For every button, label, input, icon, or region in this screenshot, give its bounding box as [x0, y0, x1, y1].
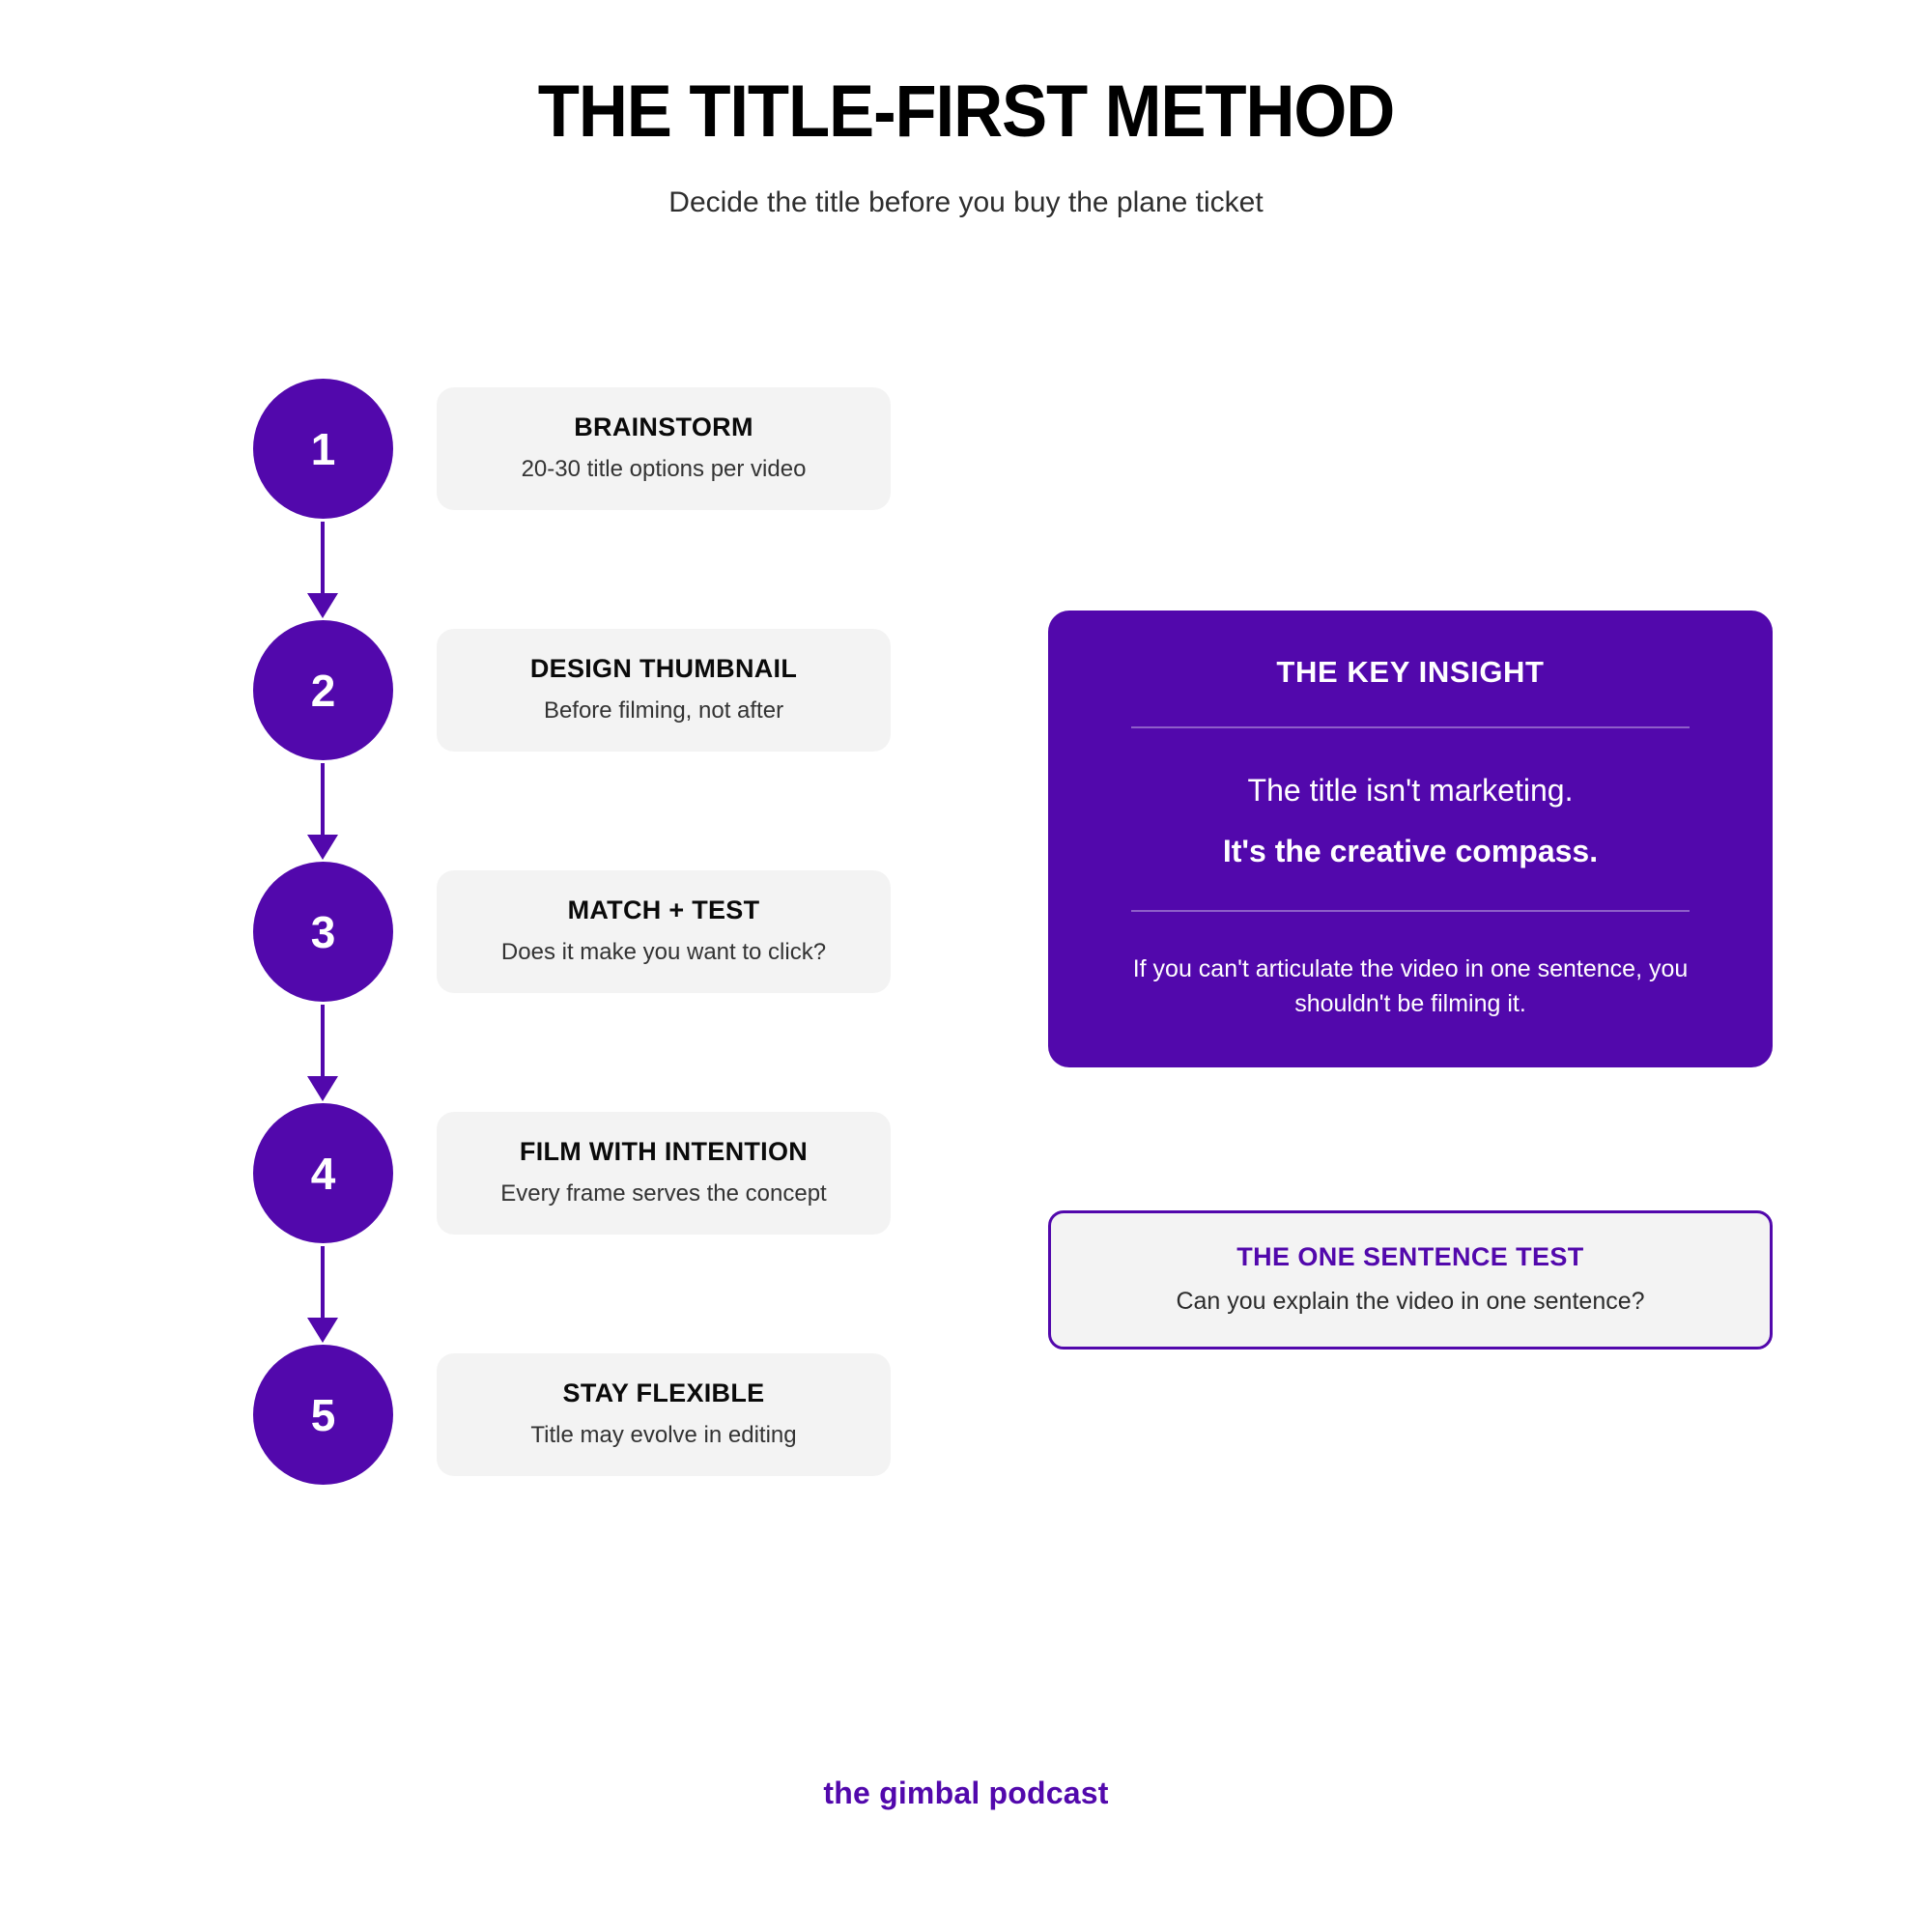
step-card-desc: Before filming, not after: [543, 697, 784, 724]
step-card[interactable]: STAY FLEXIBLE Title may evolve in editin…: [437, 1353, 891, 1476]
step-row: 5 STAY FLEXIBLE Title may evolve in edit…: [253, 1345, 891, 1499]
one-sentence-test-desc: Can you explain the video in one sentenc…: [1176, 1288, 1645, 1315]
step-card[interactable]: DESIGN THUMBNAIL Before filming, not aft…: [437, 629, 891, 752]
step-card-desc: Every frame serves the concept: [500, 1180, 827, 1207]
divider-top: [1131, 726, 1690, 728]
one-sentence-test-card: THE ONE SENTENCE TEST Can you explain th…: [1048, 1210, 1773, 1350]
step-row: 4 FILM WITH INTENTION Every frame serves…: [253, 1103, 891, 1345]
key-insight-line-1: The title isn't marketing.: [1247, 773, 1574, 808]
step-card-title: MATCH + TEST: [567, 895, 760, 924]
key-insight-title: THE KEY INSIGHT: [1276, 655, 1545, 689]
step-card-title: BRAINSTORM: [574, 412, 753, 441]
divider-bottom: [1131, 910, 1690, 912]
step-connector-arrow-icon: [307, 1005, 338, 1103]
step-card-title: DESIGN THUMBNAIL: [529, 654, 798, 683]
step-card[interactable]: FILM WITH INTENTION Every frame serves t…: [437, 1112, 891, 1235]
step-connector-arrow-icon: [307, 763, 338, 862]
key-insight-line-2: It's the creative compass.: [1222, 834, 1599, 868]
step-number-badge[interactable]: 2: [253, 620, 393, 760]
step-row: 1 BRAINSTORM 20-30 title options per vid…: [253, 379, 891, 620]
steps-flow: 1 BRAINSTORM 20-30 title options per vid…: [253, 379, 891, 1499]
step-card-desc: 20-30 title options per video: [521, 456, 807, 482]
step-card[interactable]: MATCH + TEST Does it make you want to cl…: [437, 870, 891, 993]
one-sentence-test-title: THE ONE SENTENCE TEST: [1236, 1242, 1584, 1271]
step-card-title: STAY FLEXIBLE: [562, 1378, 765, 1407]
step-connector-arrow-icon: [307, 522, 338, 620]
step-row: 2 DESIGN THUMBNAIL Before filming, not a…: [253, 620, 891, 862]
header: THE TITLE-FIRST METHOD Decide the title …: [0, 0, 1932, 219]
step-number-badge[interactable]: 3: [253, 862, 393, 1002]
step-row: 3 MATCH + TEST Does it make you want to …: [253, 862, 891, 1103]
step-card-desc: Title may evolve in editing: [530, 1422, 797, 1448]
brand-logo-text: the gimbal podcast: [823, 1776, 1109, 1810]
step-card[interactable]: BRAINSTORM 20-30 title options per video: [437, 387, 891, 510]
footer: the gimbal podcast: [0, 1776, 1932, 1811]
page-subtitle: Decide the title before you buy the plan…: [668, 186, 1264, 218]
page-title: THE TITLE-FIRST METHOD: [537, 71, 1395, 153]
step-number-badge[interactable]: 1: [253, 379, 393, 519]
step-number-badge[interactable]: 5: [253, 1345, 393, 1485]
step-number-badge[interactable]: 4: [253, 1103, 393, 1243]
key-insight-note: If you can't articulate the video in one…: [1132, 955, 1689, 1017]
key-insight-card: THE KEY INSIGHT The title isn't marketin…: [1048, 611, 1773, 1067]
step-card-desc: Does it make you want to click?: [500, 939, 827, 965]
step-connector-arrow-icon: [307, 1246, 338, 1345]
step-card-title: FILM WITH INTENTION: [519, 1137, 809, 1166]
